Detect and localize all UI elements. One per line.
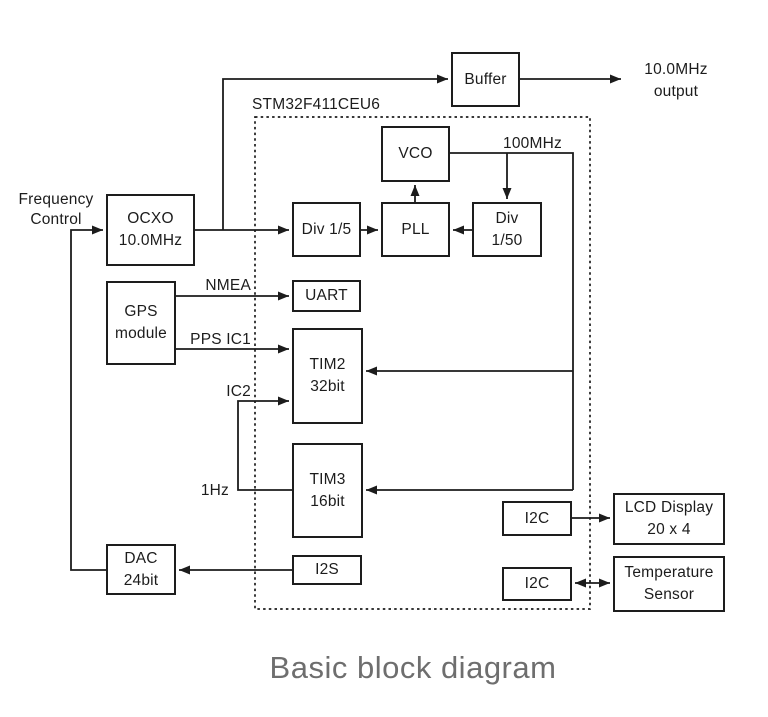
block-ocxo: OCXO 10.0MHz (106, 194, 195, 266)
block-gps-module: GPS module (106, 281, 176, 365)
block-gps-label: GPS (124, 303, 158, 320)
block-i2c-temp: I2C (502, 567, 572, 601)
block-vco-label: VCO (398, 145, 433, 162)
block-buffer: Buffer (451, 52, 520, 107)
block-tim3-label: TIM3 (309, 470, 346, 488)
block-pll-label: PLL (401, 220, 430, 238)
block-i2s: I2S (292, 555, 362, 585)
wire-dac-to-ocxo-frequency-control (70, 225, 106, 571)
wire-ocxo-to-buffer (222, 74, 448, 230)
block-div-1-5: Div 1/5 (292, 202, 361, 257)
block-i2c-temp-label: I2C (524, 575, 550, 592)
label-mcu-part-number: STM32F411CEU6 (252, 96, 381, 113)
label-frequency-control-line1: Frequency (18, 191, 94, 208)
wire-tim3-1hz-to-tim2-ic2 (237, 396, 292, 491)
label-output-line2: output (653, 83, 699, 100)
block-vco: VCO (381, 126, 450, 182)
wire-vco-100mhz-trunk (450, 152, 574, 490)
block-pll: PLL (381, 202, 450, 257)
block-lcd-size: 20 x 4 (647, 521, 691, 538)
block-lcd-label: LCD Display (624, 499, 714, 516)
block-dac-label: DAC (124, 549, 158, 567)
block-buffer-label: Buffer (464, 70, 507, 88)
label-frequency-control: Frequency Control (10, 190, 102, 230)
block-i2c-lcd: I2C (502, 501, 572, 536)
block-ocxo-label: OCXO (127, 210, 174, 227)
block-i2c-lcd-label: I2C (524, 509, 550, 527)
label-frequency-control-line2: Control (30, 211, 82, 228)
block-tim2-label: TIM2 (309, 356, 346, 373)
diagram-title: Basic block diagram (269, 650, 557, 685)
block-temp-label2: Sensor (643, 586, 695, 603)
label-ic2: IC2 (226, 383, 251, 400)
label-pps-ic1: PPS IC1 (190, 331, 251, 348)
block-temp-label: Temperature (624, 564, 714, 581)
block-dac: DAC 24bit (106, 544, 176, 595)
label-1hz: 1Hz (200, 482, 229, 499)
block-div-1-50: Div 1/50 (472, 202, 542, 257)
block-uart-label: UART (305, 287, 348, 304)
block-tim2-width: 32bit (310, 378, 345, 395)
block-div5-label: Div 1/5 (301, 220, 352, 238)
block-div50-label2: 1/50 (491, 231, 523, 249)
label-nmea: NMEA (205, 277, 251, 294)
block-tim3-width: 16bit (310, 492, 345, 510)
block-uart: UART (292, 280, 361, 312)
mcu-boundary-dashed-box (254, 116, 591, 610)
block-dac-bits: 24bit (123, 571, 159, 589)
block-temperature-sensor: Temperature Sensor (613, 556, 725, 612)
block-i2s-label: I2S (315, 561, 339, 578)
label-10mhz-output: 10.0MHz output (632, 59, 720, 103)
label-100mhz: 100MHz (503, 135, 562, 152)
block-gps-label2: module (114, 325, 168, 342)
label-output-line1: 10.0MHz (644, 61, 708, 78)
block-ocxo-frequency: 10.0MHz (118, 232, 183, 249)
block-lcd-display: LCD Display 20 x 4 (613, 493, 725, 545)
block-tim3: TIM3 16bit (292, 443, 363, 538)
block-div50-label: Div (495, 209, 519, 227)
block-tim2: TIM2 32bit (292, 328, 363, 424)
